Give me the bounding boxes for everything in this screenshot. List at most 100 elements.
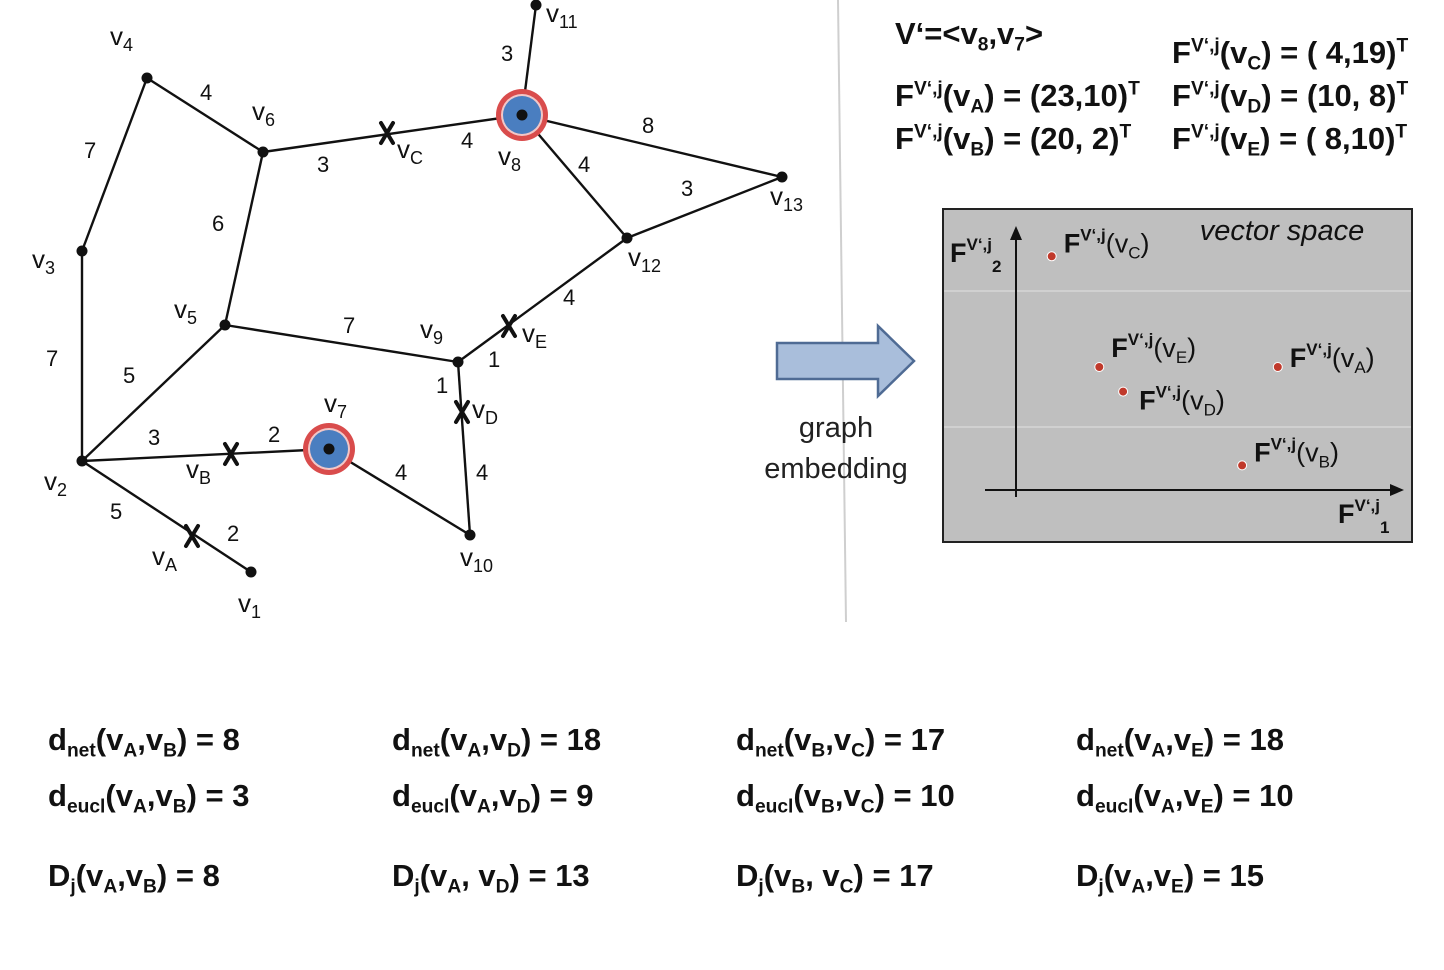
weight-v8-v11: 3 (501, 41, 513, 66)
edge-v7-v10 (328, 447, 471, 537)
deucl-A-B: deucl(vA,vB) = 3 (48, 778, 250, 818)
node-v4 (141, 72, 153, 84)
label-v10: v10 (460, 542, 493, 576)
label-v3: v3 (32, 244, 55, 278)
vector-point-label-E: FV‘,j(vE) (1111, 330, 1196, 367)
label-vC: vC (397, 134, 423, 168)
vector-point-A (1272, 362, 1283, 372)
Dj-A-B: Dj(vA,vB) = 8 (48, 858, 220, 898)
arrow-right-icon (775, 323, 916, 399)
vector-point-E (1094, 362, 1105, 372)
label-v2: v2 (44, 466, 67, 500)
edge-v12-v13 (626, 175, 783, 240)
node-v3 (76, 245, 88, 257)
poi-mark-vB (223, 442, 239, 466)
vector-space-points: FV‘,j(vC)FV‘,j(vE)FV‘,j(vD)FV‘,j(vA)FV‘,… (1046, 225, 1375, 471)
edge-v9-v10 (456, 361, 472, 536)
edge-v6-v8 (262, 113, 523, 154)
label-v5: v5 (174, 294, 197, 328)
weight-v2-vB: 3 (148, 425, 160, 450)
weight-vD-v10: 4 (476, 460, 488, 485)
poi-mark-vC (379, 121, 395, 145)
vector-space-panel: vector space FV‘,j2 FV‘,j1 FV‘,j(vC)FV‘,… (942, 208, 1413, 543)
edge-v2-v1 (81, 459, 252, 574)
graph-embedding-arrow: graph embedding (764, 323, 916, 485)
weight-vB-v7: 2 (268, 422, 280, 447)
edge-v8-v12 (521, 114, 628, 239)
node-v12 (621, 232, 633, 244)
vector-space-title: vector space (1200, 215, 1364, 247)
label-v11: v11 (546, 0, 578, 32)
label-vE: vE (522, 318, 547, 352)
arrow-caption-line2: embedding (764, 453, 908, 485)
edge-v5-v2 (81, 324, 226, 462)
edge-v2-v7 (81, 447, 330, 463)
Dj-B-C: Dj(vB, vC) = 17 (736, 858, 934, 898)
vector-equation-C: FV‘,j(vC) = ( 4,19)T (1172, 35, 1409, 75)
node-v5 (219, 319, 231, 331)
poi-marks (184, 121, 517, 548)
label-vD: vD (472, 394, 498, 428)
node-v6 (257, 146, 269, 158)
edge-v5-v9 (224, 323, 459, 364)
weight-v4-v6: 4 (200, 80, 212, 105)
node-v13 (776, 171, 788, 183)
node-v10 (464, 529, 476, 541)
deucl-B-C: deucl(vB,vC) = 10 (736, 778, 955, 818)
label-v4: v4 (110, 21, 133, 55)
panel-divider (837, 0, 847, 623)
poi-mark-vD (454, 400, 470, 424)
vector-equation-E: FV‘,j(vE) = ( 8,10)T (1172, 121, 1408, 161)
edge-weights: 4 7 7 3 4 6 3 8 4 3 4 1 7 5 1 4 4 3 2 5 … (46, 41, 693, 546)
weight-vA-v1: 2 (227, 521, 239, 546)
node-v11 (530, 0, 542, 11)
dnet-B-C: dnet(vB,vC) = 17 (736, 722, 946, 762)
deucl-A-E: deucl(vA,vE) = 10 (1076, 778, 1294, 818)
edge-v12-v9 (457, 237, 628, 363)
vector-equation-D: FV‘,j(vD) = (10, 8)T (1172, 78, 1409, 118)
weight-v9-vD: 1 (436, 373, 448, 398)
edge-v4-v3 (80, 77, 149, 252)
deucl-A-D: deucl(vA,vD) = 9 (392, 778, 594, 818)
vector-equation-B: FV‘,j(vB) = (20, 2)T (895, 121, 1132, 161)
weight-v2-vA: 5 (110, 499, 122, 524)
label-v1: v1 (238, 588, 261, 622)
weight-v7-v10: 4 (395, 460, 407, 485)
weight-v6-vC: 3 (317, 152, 329, 177)
node-v2 (76, 455, 88, 467)
vector-point-label-D: FV‘,j(vD) (1139, 383, 1225, 420)
dnet-A-B: dnet(vA,vB) = 8 (48, 722, 240, 762)
edge-v4-v6 (146, 76, 264, 154)
weight-v3-v2: 7 (46, 346, 58, 371)
vector-point-D (1118, 386, 1129, 397)
label-v7: v7 (324, 388, 347, 422)
label-v13: v13 (770, 181, 803, 215)
label-v8: v8 (498, 141, 521, 175)
label-vB: vB (186, 454, 211, 488)
reference-set-equation: V‘=<v8,v7> (895, 16, 1044, 56)
edge-v6-v5 (223, 151, 265, 326)
weight-v5-v9: 7 (343, 313, 355, 338)
label-v9: v9 (420, 314, 443, 348)
node-v9 (452, 356, 464, 368)
vector-point-B (1237, 460, 1248, 471)
node-v1 (245, 566, 257, 578)
poi-mark-vA (184, 524, 200, 548)
edge-v8-v13 (521, 113, 783, 179)
vector-equation-A: FV‘,j(vA) = (23,10)T (895, 78, 1140, 118)
weight-v12-v13: 3 (681, 176, 693, 201)
weight-v4-v3: 7 (84, 138, 96, 163)
weight-v5-v2: 5 (123, 363, 135, 388)
weight-vE-v9: 1 (488, 347, 500, 372)
vector-point-label-B: FV‘,j(vB) (1254, 434, 1339, 471)
poi-labels: vA vB vC vD vE (152, 134, 547, 575)
dnet-A-D: dnet(vA,vD) = 18 (392, 722, 602, 762)
dnet-A-E: dnet(vA,vE) = 18 (1076, 722, 1285, 762)
weight-v8-v13: 8 (642, 113, 654, 138)
poi-mark-vE (501, 314, 517, 338)
node-v7 (323, 443, 335, 455)
graph-edges (80, 4, 783, 574)
label-vA: vA (152, 541, 177, 575)
Dj-A-D: Dj(vA, vD) = 13 (392, 858, 590, 898)
weight-vC-v8: 4 (461, 128, 473, 153)
